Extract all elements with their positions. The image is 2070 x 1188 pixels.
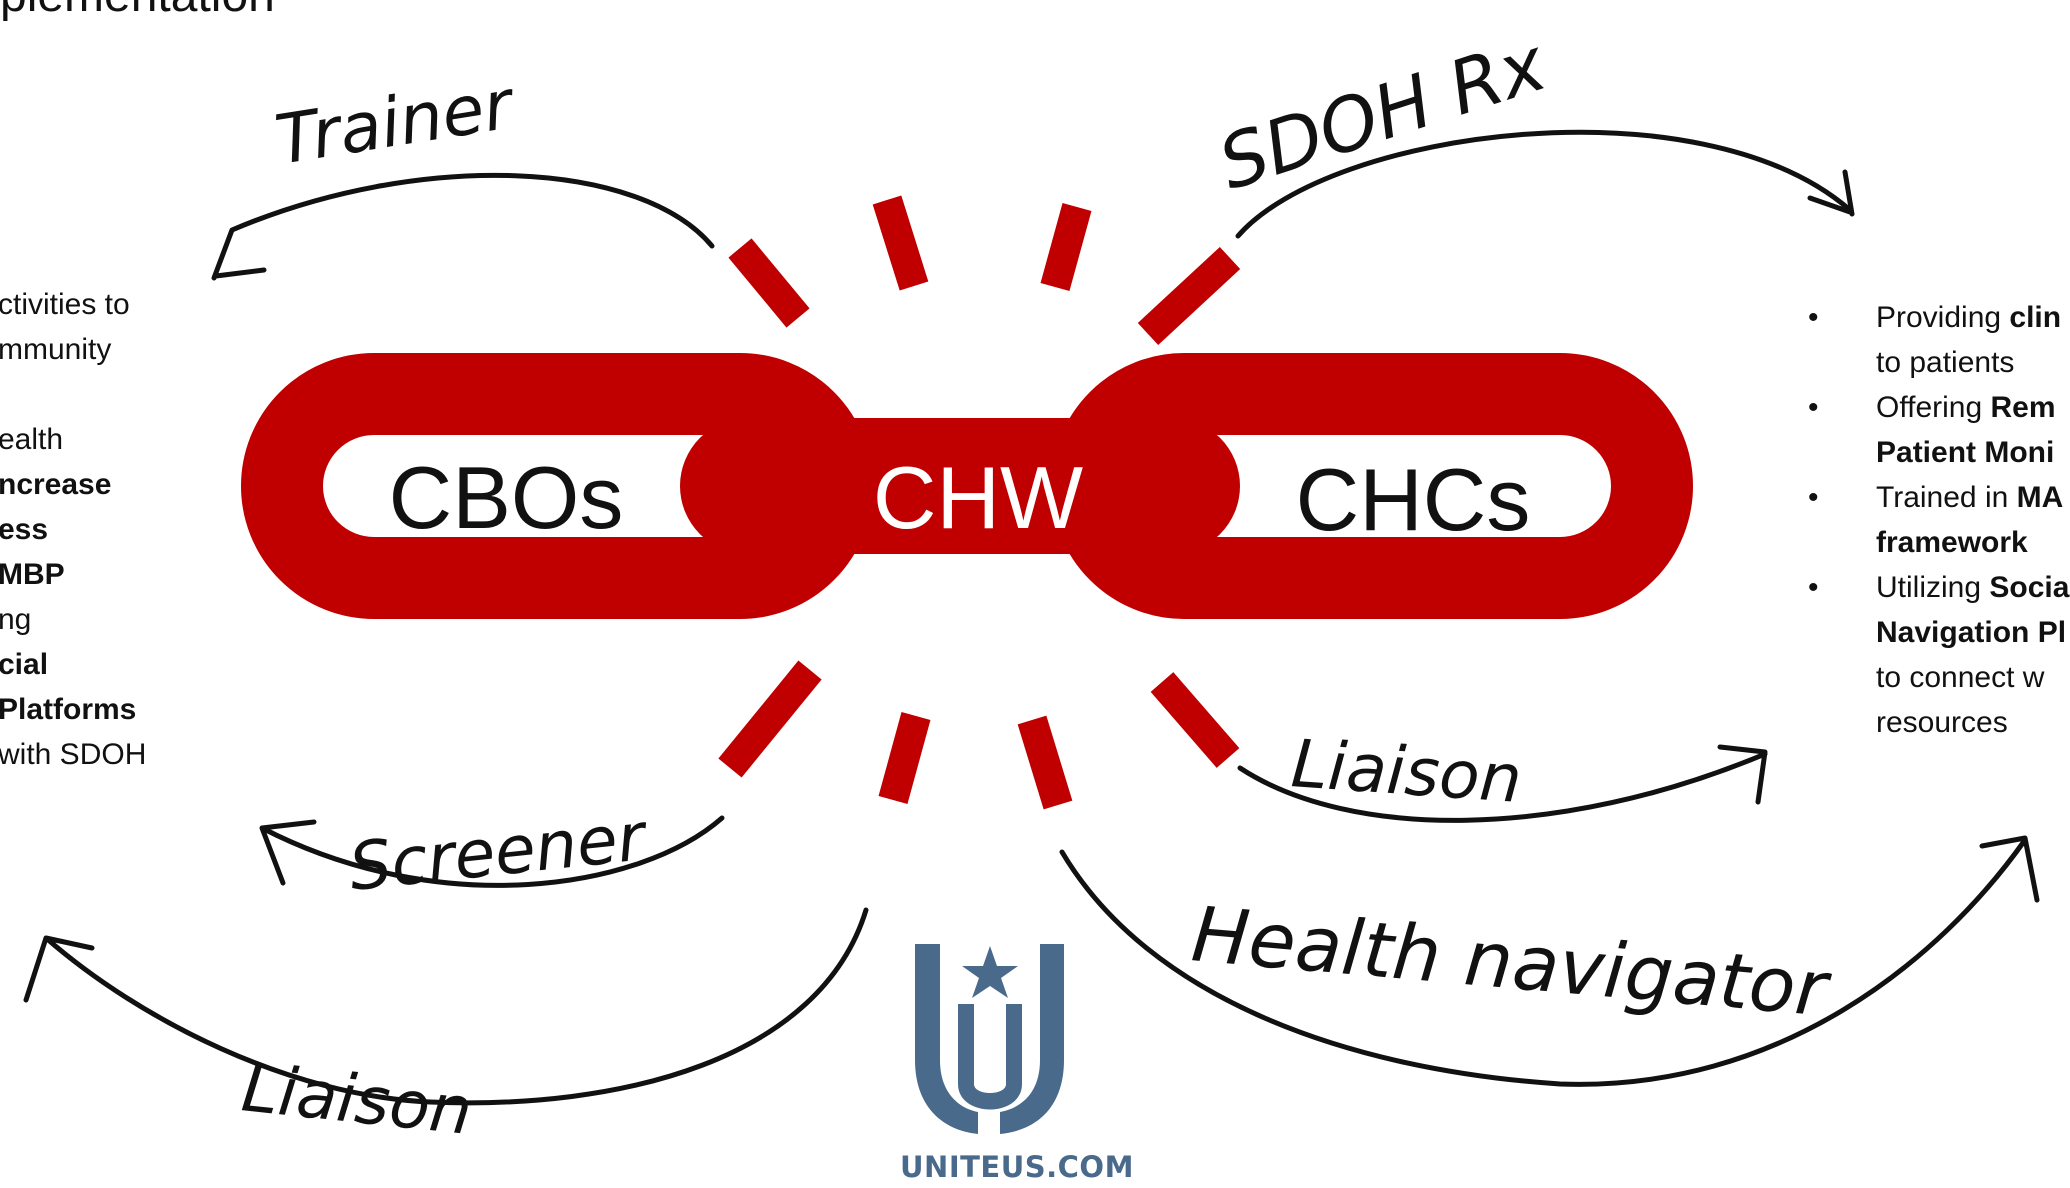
list-item-line: to patients [1876, 340, 2070, 385]
role-liaison-right: Liaison [1289, 725, 1524, 818]
list-text-segment: resources [1876, 706, 2008, 739]
sdoh-rx-arrow [1235, 129, 1855, 239]
list-text-segment: Rem [1990, 391, 2056, 424]
dash-bottom-1 [718, 660, 822, 778]
uniteus-logo [915, 944, 1064, 1134]
list-item: ctivities to [0, 282, 146, 327]
list-item: • Trained in MA framework [1808, 475, 2070, 565]
list-text-segment: to connect w [1876, 661, 2045, 694]
role-trainer: Trainer [270, 65, 521, 181]
list-text-segment: Socia [1989, 571, 2070, 604]
role-liaison-left: Liaison [238, 1049, 475, 1150]
list-item-line: Navigation Pl [1876, 610, 2070, 655]
logo-inner-u [958, 1004, 1022, 1110]
brand-url: UNITEUS.COM [900, 1150, 1134, 1184]
liaison-left-arrow [23, 907, 869, 1106]
list-item-line: to connect w [1876, 655, 2070, 700]
list-text-segment: framework [1876, 526, 2028, 559]
list-item-line: Patient Moni [1876, 430, 2070, 475]
role-screener: Screener [346, 798, 652, 906]
list-text-segment: ealth [0, 423, 64, 456]
chain-label-chw: CHW [873, 448, 1083, 547]
list-text-segment: MA [2016, 481, 2064, 514]
screener-arrow [259, 815, 725, 888]
list-text-segment: ctivities to [0, 288, 130, 321]
logo-star-icon [962, 946, 1018, 998]
list-item: ng [0, 597, 146, 642]
list-item: with SDOH [0, 732, 146, 777]
list-text-segment: to patients [1876, 346, 2015, 379]
chain-label-cbos: CBOs [389, 448, 624, 547]
list-text-segment: clin [2009, 301, 2062, 334]
liaison-right-arrow [1237, 744, 1768, 823]
list-text-segment: cial [0, 648, 49, 681]
list-item-line: Providing clin [1876, 295, 2070, 340]
health-navigator-arrow [1059, 835, 2040, 1087]
role-health-navigator: Health navigator [1188, 889, 1835, 1034]
bullet-icon: • [1808, 481, 1819, 514]
list-text-segment: ncrease [0, 468, 112, 501]
list-text-segment: Utilizing [1876, 571, 1990, 604]
dash-top-4 [1137, 246, 1241, 346]
list-text-segment: Providing [1876, 301, 2010, 334]
bullet-icon: • [1808, 301, 1819, 334]
dash-bottom-3 [1017, 715, 1073, 810]
list-item: ncrease [0, 462, 146, 507]
logo-right-stroke [1000, 944, 1064, 1134]
list-text-segment: Patient Moni [1876, 436, 2055, 469]
list-text-segment: Navigation Pl [1876, 616, 2067, 649]
list-text-segment: with SDOH [0, 738, 147, 771]
logo-left-stroke [915, 944, 978, 1134]
list-item-line: Trained in MA [1876, 475, 2070, 520]
list-text-segment: MBP [0, 558, 65, 591]
list-item: ealth [0, 417, 146, 462]
list-text-segment: Platforms [0, 693, 137, 726]
list-text-segment: Offering [1876, 391, 1991, 424]
dash-top-3 [1040, 203, 1092, 291]
list-item: • Providing clin to patients [1808, 295, 2070, 385]
radiating-dashes [718, 195, 1241, 810]
list-item: mmunity [0, 327, 146, 372]
list-item [0, 372, 146, 417]
list-item-line: Offering Rem [1876, 385, 2070, 430]
chain-link-center [680, 418, 1240, 554]
dash-top-2 [872, 195, 929, 291]
page-title-fragment: plementation [0, 0, 275, 23]
list-text-segment: mmunity [0, 333, 112, 366]
trainer-arrow [211, 172, 715, 281]
list-text-segment: ess [0, 513, 49, 546]
dash-bottom-4 [1150, 672, 1240, 768]
list-item-line: resources [1876, 700, 2070, 745]
list-item-line: framework [1876, 520, 2070, 565]
role-sdoh-rx: SDOH Rx [1209, 21, 1557, 207]
chain-links [241, 353, 1693, 619]
list-item: cial [0, 642, 146, 687]
chain-label-chcs: CHCs [1296, 450, 1531, 549]
bullet-icon: • [1808, 571, 1819, 604]
list-text-segment: ng [0, 603, 32, 636]
dash-top-1 [728, 238, 810, 328]
list-item: Platforms [0, 687, 146, 732]
list-item-line: Utilizing Socia [1876, 565, 2070, 610]
bullet-icon: • [1808, 391, 1819, 424]
list-item: ess [0, 507, 146, 552]
list-text-segment: Trained in [1876, 481, 2017, 514]
list-item: MBP [0, 552, 146, 597]
dash-bottom-2 [878, 712, 931, 804]
